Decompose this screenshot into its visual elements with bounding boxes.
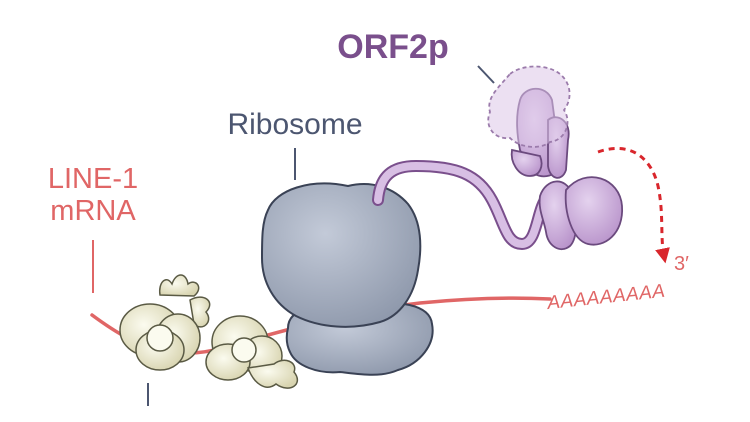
line1-label-line2: mRNA xyxy=(50,195,136,227)
ribosome-label: Ribosome xyxy=(227,108,362,141)
orf1p-trimer-2 xyxy=(205,315,299,389)
orf2p-leader xyxy=(477,65,495,84)
orf1p-trimer-1 xyxy=(119,274,211,371)
reverse-transcription-arrow xyxy=(597,146,670,264)
ribosome-large-subunit xyxy=(260,182,422,328)
orf2p-label: ORF2p xyxy=(337,28,448,66)
line1-label-line1: LINE-1 xyxy=(48,163,138,195)
orf2p-protein xyxy=(510,87,623,251)
three-prime-label: 3′ xyxy=(674,253,689,275)
polya-tail-label: AAAAAAAAA xyxy=(545,281,666,314)
orf2p-flexible-domain xyxy=(487,65,571,148)
